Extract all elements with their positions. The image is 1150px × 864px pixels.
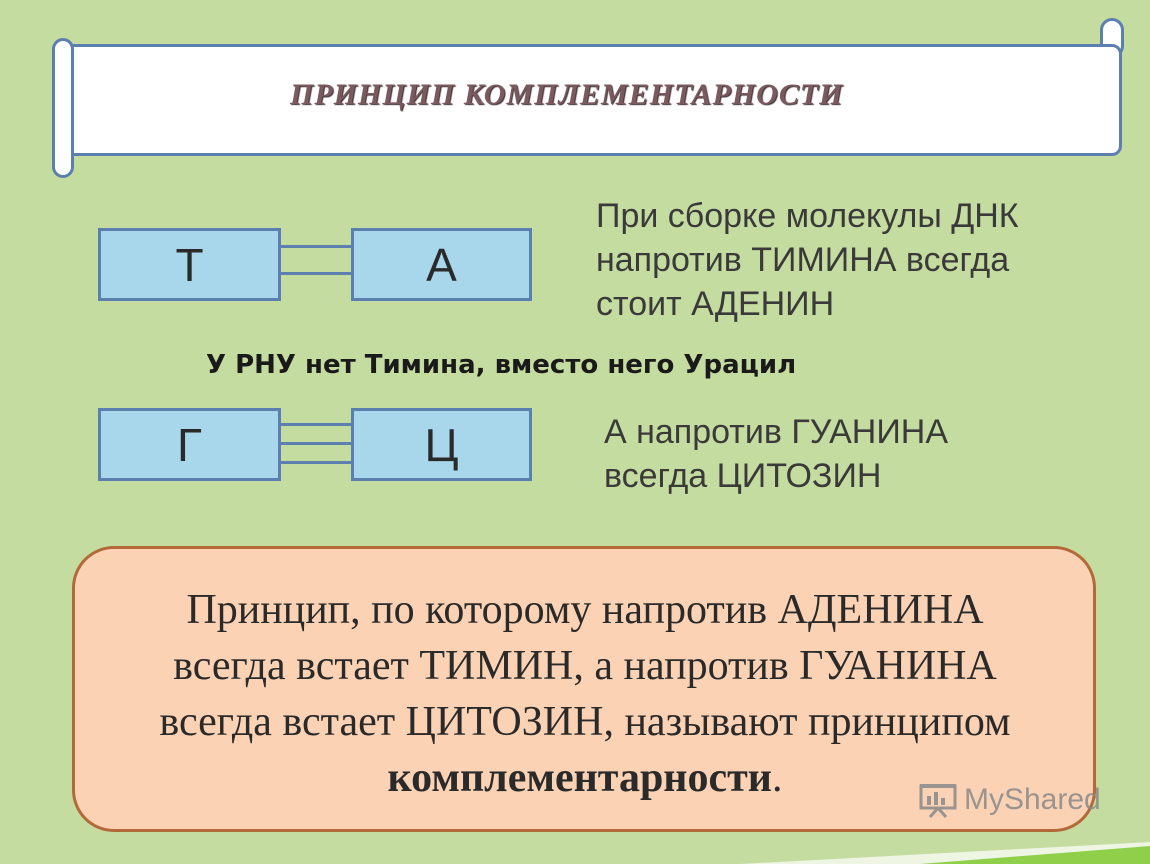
definition-end: . [771,755,783,801]
base-label: Т [175,238,204,291]
description-line: А напротив ГУАНИНА [604,413,949,451]
description-line: При сборке молекулы ДНК [596,197,1019,235]
pair-description: А напротив ГУАНИНА всегда ЦИТОЗИН [604,410,948,498]
base-label: А [426,238,457,291]
base-box-thymine: Т [98,228,281,301]
rna-note: У РНУ нет Тимина, вместо него Урацил [206,350,797,380]
base-label: Ц [424,418,459,471]
presentation-icon [919,784,957,818]
scroll-curl-left [52,38,74,178]
hydrogen-bond [281,245,351,248]
definition-text: Принцип, по которому напротив АДЕНИНА вс… [100,582,1070,806]
description-line: стоит АДЕНИН [596,285,835,323]
hydrogen-bond [281,442,351,445]
description-line: всегда ЦИТОЗИН [604,457,882,495]
hydrogen-bond [281,272,351,275]
hydrogen-bond [281,461,351,464]
definition-line: комплементарности. [100,750,1070,806]
base-box-guanine: Г [98,408,281,481]
base-label: Г [177,418,202,471]
description-line: напротив ТИМИНА всегда [596,241,1010,279]
pair-description: При сборке молекулы ДНК напротив ТИМИНА … [596,194,1019,326]
title-banner [58,44,1122,156]
watermark: MyShared [918,782,1101,818]
hydrogen-bond [281,423,351,426]
definition-line: всегда встает ТИМИН, а напротив ГУАНИНА [173,643,997,689]
base-box-cytosine: Ц [351,408,532,481]
slide-title: ПРИНЦИП КОМПЛЕМЕНТАРНОСТИ [290,78,844,111]
base-box-adenine: А [351,228,532,301]
definition-line: всегда встает ЦИТОЗИН, называют принципо… [159,699,1011,745]
definition-term: комплементарности [387,755,772,801]
watermark-text: MyShared [964,783,1101,816]
definition-line: Принцип, по которому напротив АДЕНИНА [186,587,984,633]
corner-decoration [740,842,1150,864]
